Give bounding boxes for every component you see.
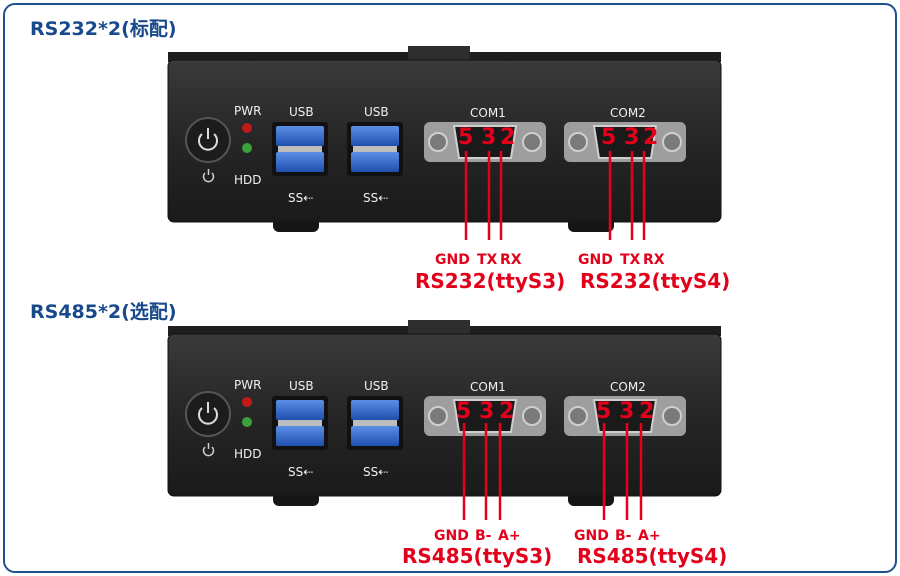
com2-label: COM2 <box>610 106 646 120</box>
pin-number: 3 <box>481 125 496 150</box>
pin-number: 2 <box>639 399 654 424</box>
port-name: RS485(ttyS4) <box>577 544 727 568</box>
pin-number: 2 <box>500 125 515 150</box>
usb-label: USB <box>364 105 389 119</box>
com2-callout-rs485: 5 3 2 GND B- A+ RS485(ttyS4) <box>574 399 727 568</box>
superspeed-label: SS⇠ <box>288 191 313 205</box>
device-rs485: PWR HDD USB USB SS⇠ SS⇠ COM1 COM2 <box>167 319 722 507</box>
pin-number: 3 <box>624 125 639 150</box>
port-name: RS232(ttyS4) <box>580 269 730 293</box>
section-title-rs485: RS485*2(选配) <box>30 301 177 323</box>
signal-label: A+ <box>498 528 521 544</box>
superspeed-label: SS⇠ <box>363 191 388 205</box>
signal-label: TX <box>620 252 641 268</box>
pwr-label: PWR <box>234 378 261 392</box>
signal-label: RX <box>500 252 522 268</box>
signal-label: B- <box>615 528 632 544</box>
device-rs232: PWR HDD USB USB SS⇠ SS⇠ COM1 COM2 <box>167 45 722 233</box>
pin-number: 5 <box>458 125 473 150</box>
pin-number: 5 <box>456 399 471 424</box>
superspeed-label: SS⇠ <box>288 465 313 479</box>
com2-label: COM2 <box>610 380 646 394</box>
signal-label: RX <box>643 252 665 268</box>
signal-label: GND <box>434 528 469 544</box>
signal-label: GND <box>574 528 609 544</box>
usb-label: USB <box>364 379 389 393</box>
hdd-label: HDD <box>234 447 262 461</box>
pin-number: 2 <box>499 399 514 424</box>
section-title-rs232: RS232*2(标配) <box>30 18 177 40</box>
pwr-label: PWR <box>234 104 261 118</box>
pin-number: 5 <box>596 399 611 424</box>
signal-label: GND <box>578 252 613 268</box>
pin-number: 5 <box>601 125 616 150</box>
pin-number: 2 <box>643 125 658 150</box>
com2-callout-rs232: 5 3 2 GND TX RX RS232(ttyS4) <box>578 125 730 293</box>
pin-number: 3 <box>619 399 634 424</box>
usb-label: USB <box>289 379 314 393</box>
port-name: RS232(ttyS3) <box>415 269 565 293</box>
com1-label: COM1 <box>470 380 506 394</box>
signal-label: TX <box>477 252 498 268</box>
signal-label: B- <box>475 528 492 544</box>
signal-label: GND <box>435 252 470 268</box>
usb-label: USB <box>289 105 314 119</box>
pin-number: 3 <box>479 399 494 424</box>
com1-callout-rs485: 5 3 2 GND B- A+ RS485(ttyS3) <box>402 399 552 568</box>
com1-label: COM1 <box>470 106 506 120</box>
port-name: RS485(ttyS3) <box>402 544 552 568</box>
signal-label: A+ <box>638 528 661 544</box>
hdd-label: HDD <box>234 173 262 187</box>
superspeed-label: SS⇠ <box>363 465 388 479</box>
com1-callout-rs232: 5 3 2 GND TX RX RS232(ttyS3) <box>415 125 565 293</box>
